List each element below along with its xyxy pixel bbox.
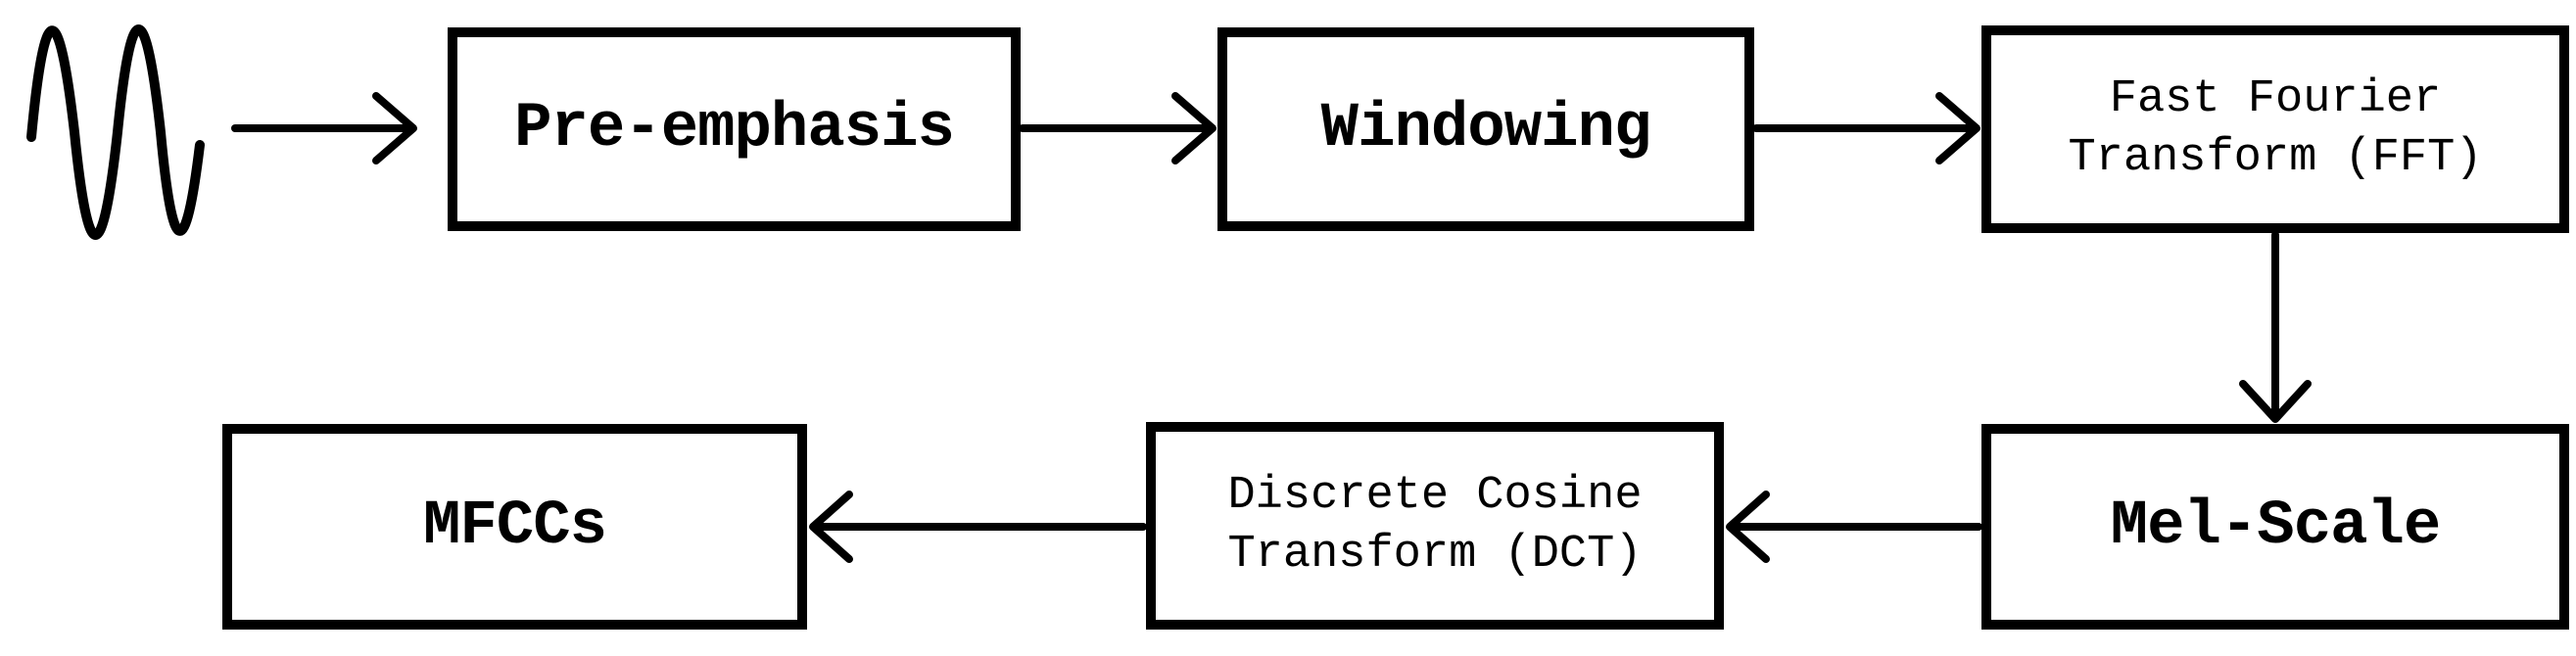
- node-windowing: Windowing: [1217, 27, 1754, 231]
- arrow-pre-emphasis-to-windowing: [1019, 92, 1216, 164]
- arrow-signal-to-pre-emphasis: [231, 92, 417, 164]
- arrow-mel-scale-to-dct: [1726, 491, 1982, 563]
- node-fft-label-line2: Transform (FFT): [2068, 132, 2483, 184]
- node-mel-scale-label: Mel-Scale: [2110, 492, 2442, 562]
- sine-wave-icon: [26, 24, 205, 240]
- node-dct-label-line2: Transform (DCT): [1227, 529, 1643, 581]
- node-windowing-label: Windowing: [1320, 94, 1652, 164]
- node-dct: Discrete Cosine Transform (DCT): [1146, 422, 1724, 630]
- node-dct-label-line1: Discrete Cosine: [1227, 469, 1643, 522]
- node-fft-label-line1: Fast Fourier: [2109, 72, 2442, 125]
- node-mfccs: MFCCs: [222, 424, 807, 630]
- node-mfccs-label: MFCCs: [422, 492, 607, 562]
- node-pre-emphasis-label: Pre-emphasis: [514, 94, 955, 164]
- arrow-dct-to-mfccs: [809, 491, 1147, 563]
- arrow-windowing-to-fft: [1752, 92, 1980, 164]
- arrow-fft-to-mel-scale: [2239, 231, 2312, 423]
- node-fft: Fast Fourier Transform (FFT): [1981, 25, 2569, 233]
- node-mel-scale: Mel-Scale: [1981, 424, 2569, 630]
- node-pre-emphasis: Pre-emphasis: [448, 27, 1021, 231]
